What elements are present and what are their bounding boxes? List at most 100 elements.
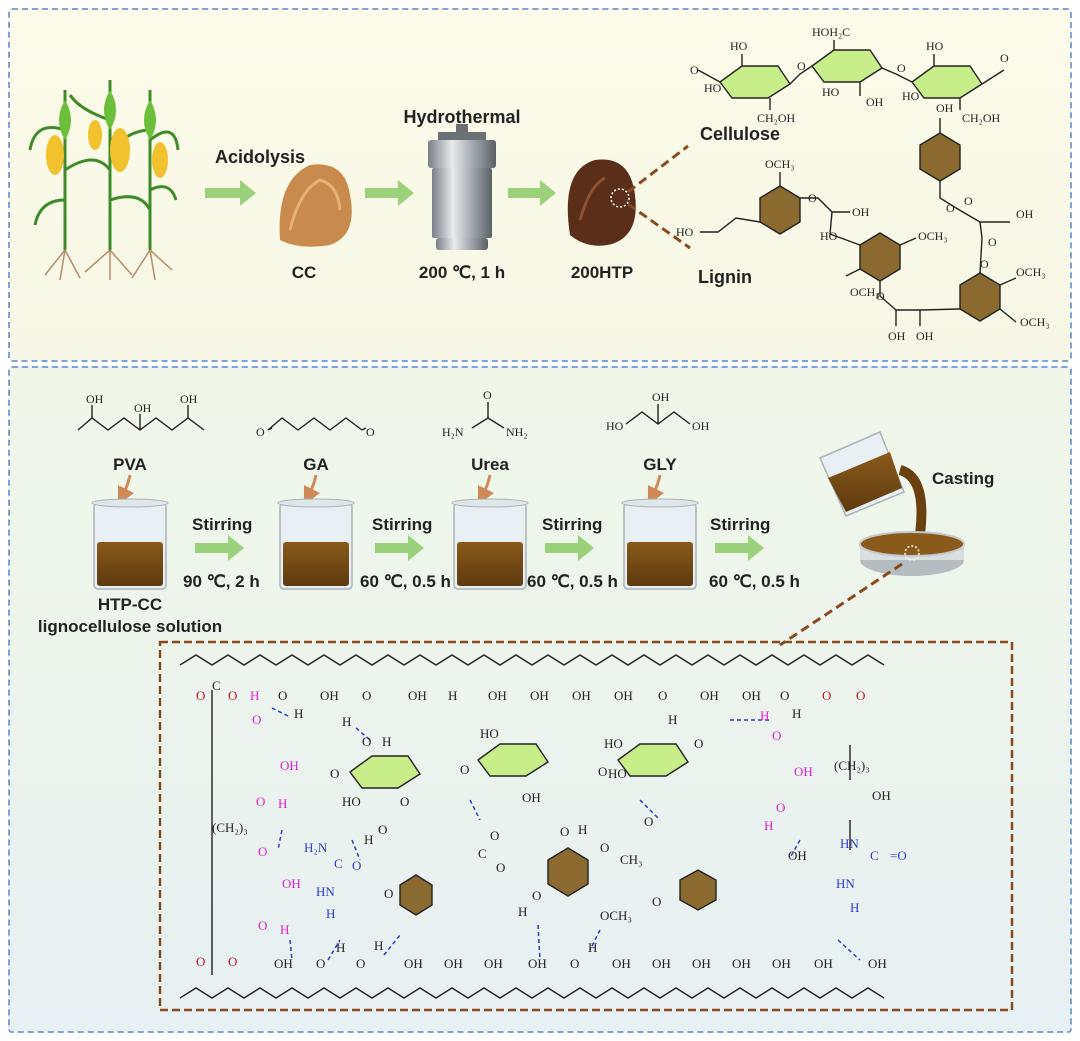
svg-text:HN: HN: [840, 836, 859, 851]
svg-text:OH: OH: [134, 401, 152, 415]
cellulose-structure: [697, 40, 1005, 110]
svg-text:HO: HO: [604, 736, 623, 751]
stirring-label-2: Stirring: [372, 515, 432, 534]
solution-label-line1: HTP-CC: [98, 595, 162, 614]
svg-text:OH: OH: [772, 956, 791, 971]
solution-label-line2: lignocellulose solution: [38, 617, 222, 636]
condition-2: 60 ℃, 0.5 h: [360, 572, 451, 591]
svg-text:O: O: [258, 918, 267, 933]
svg-text:OCH₃: OCH₃: [600, 908, 632, 923]
svg-text:O: O: [278, 688, 287, 703]
svg-text:=O: =O: [890, 848, 907, 863]
cc-label: CC: [292, 263, 317, 282]
svg-text:HO: HO: [480, 726, 499, 741]
svg-text:O: O: [384, 886, 393, 901]
svg-text:OH: OH: [320, 688, 339, 703]
svg-text:HO: HO: [820, 229, 838, 243]
svg-text:O: O: [772, 728, 781, 743]
svg-text:H: H: [280, 922, 289, 937]
svg-text:O: O: [228, 954, 237, 969]
hydrothermal-autoclave-icon: [428, 124, 496, 250]
svg-text:O: O: [258, 844, 267, 859]
svg-text:OH: OH: [652, 390, 670, 404]
svg-text:HO: HO: [342, 794, 361, 809]
svg-text:O: O: [362, 688, 371, 703]
svg-text:H: H: [850, 900, 859, 915]
svg-text:H₂N: H₂N: [304, 840, 328, 855]
urea-label: Urea: [471, 455, 509, 474]
svg-text:O: O: [496, 860, 505, 875]
svg-text:O: O: [356, 956, 365, 971]
casting-beaker-icon: [819, 431, 927, 549]
arrow-1-icon: [205, 180, 256, 206]
pour-arrow-1-icon: [117, 474, 135, 506]
condition-3: 60 ℃, 0.5 h: [527, 572, 618, 591]
stir-arrow-1-icon: [195, 535, 244, 561]
svg-text:OCH₃: OCH₃: [1016, 265, 1046, 279]
svg-text:O: O: [400, 794, 409, 809]
svg-text:H: H: [364, 832, 373, 847]
stir-arrow-3-icon: [545, 535, 594, 561]
ga-label: GA: [303, 455, 329, 474]
svg-text:OH: OH: [732, 956, 751, 971]
svg-text:OH: OH: [692, 419, 710, 433]
gly-structure: [625, 404, 691, 425]
network-structure: [179, 654, 885, 999]
svg-text:O: O: [460, 762, 469, 777]
svg-text:HO: HO: [676, 225, 694, 239]
svg-text:OH: OH: [488, 688, 507, 703]
svg-text:CH₃: CH₃: [620, 852, 643, 867]
urea-structure: [471, 402, 505, 429]
svg-text:H: H: [588, 940, 597, 955]
svg-text:O: O: [196, 688, 205, 703]
corn-plant-icon: [28, 80, 180, 281]
svg-text:O: O: [316, 956, 325, 971]
beaker-2-icon: [277, 498, 355, 590]
svg-text:H: H: [760, 708, 769, 723]
acidolysis-label: Acidolysis: [215, 147, 305, 167]
svg-text:OH: OH: [280, 758, 299, 773]
svg-text:OH: OH: [1016, 207, 1034, 221]
stir-arrow-2-icon: [375, 535, 424, 561]
svg-text:O: O: [658, 688, 667, 703]
hydrogen-bonds: [271, 707, 861, 961]
htp-label: 200HTP: [571, 263, 633, 282]
svg-text:C: C: [334, 856, 343, 871]
cc-powder-icon: [279, 164, 352, 247]
svg-text:O: O: [490, 828, 499, 843]
svg-text:O: O: [352, 858, 361, 873]
pva-label: PVA: [113, 455, 147, 474]
svg-text:H: H: [578, 822, 587, 837]
svg-text:O: O: [196, 954, 205, 969]
svg-text:H₂N: H₂N: [442, 425, 464, 439]
stirring-label-1: Stirring: [192, 515, 252, 534]
svg-text:H: H: [294, 706, 303, 721]
svg-text:OH: OH: [872, 788, 891, 803]
svg-text:OCH₃: OCH₃: [765, 157, 795, 171]
svg-text:O: O: [252, 712, 261, 727]
svg-text:OH: OH: [484, 956, 503, 971]
beaker-4-icon: [621, 498, 699, 590]
arrow-2-icon: [365, 180, 414, 206]
svg-text:OH: OH: [888, 329, 906, 343]
svg-text:O: O: [378, 822, 387, 837]
svg-text:H: H: [336, 940, 345, 955]
arrow-3-icon: [508, 180, 556, 206]
svg-text:OH: OH: [852, 205, 870, 219]
svg-text:O: O: [964, 194, 973, 208]
svg-text:OH: OH: [936, 101, 954, 115]
hydrothermal-condition: 200 ℃, 1 h: [419, 263, 505, 282]
svg-text:O: O: [256, 425, 265, 439]
svg-text:OH: OH: [444, 956, 463, 971]
svg-text:O: O: [822, 688, 831, 703]
svg-text:O: O: [256, 794, 265, 809]
svg-text:HO: HO: [608, 766, 627, 781]
cellulose-label: Cellulose: [700, 124, 780, 144]
svg-text:O: O: [946, 201, 955, 215]
